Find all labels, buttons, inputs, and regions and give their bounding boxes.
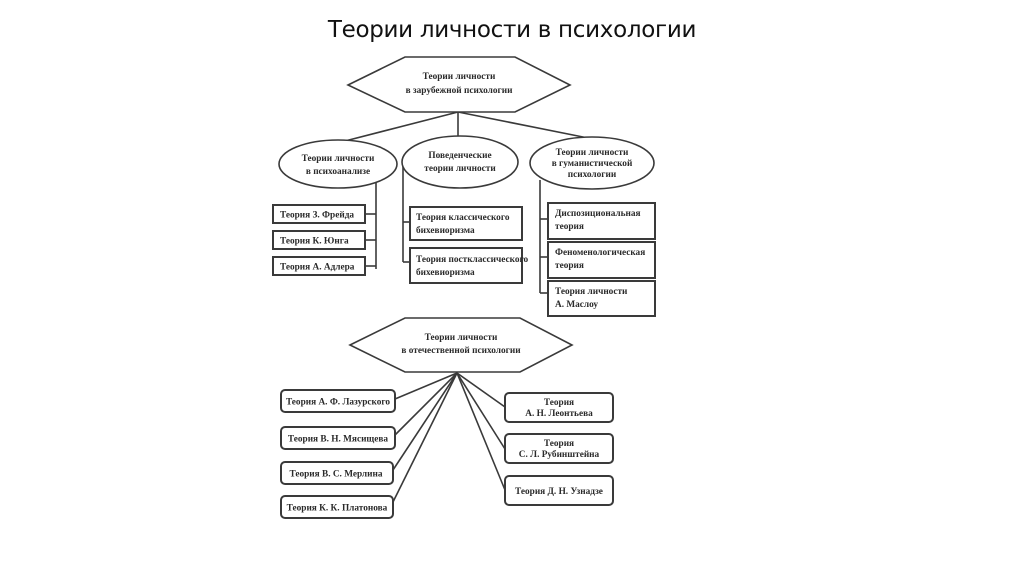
slide-title: Теории личности в психологии bbox=[327, 17, 697, 43]
behavioral-label-line1: Поведенческие bbox=[428, 151, 491, 161]
node-rubinstein bbox=[504, 433, 614, 464]
humanistic-label-line2: в гуманистической bbox=[552, 158, 633, 169]
foreign-root-line2: в зарубежной психологии bbox=[406, 85, 513, 96]
node-leontiev-line1: Теория bbox=[544, 398, 574, 408]
foreign-tree: Теории личности в зарубежной психологии … bbox=[272, 56, 656, 317]
node-phenomenological-line1: Феноменологическая bbox=[555, 248, 645, 258]
node-myasishchev bbox=[280, 426, 396, 450]
connector-rubinstein bbox=[456, 372, 506, 450]
node-classic-behaviorism-line1: Теория классического bbox=[416, 213, 510, 223]
node-rubinstein-line2: С. Л. Рубинштейна bbox=[519, 449, 600, 460]
connector-root-humanistic bbox=[457, 111, 589, 139]
node-jung bbox=[272, 230, 366, 250]
node-leontiev bbox=[504, 392, 614, 423]
node-merlin bbox=[280, 461, 394, 485]
psychoanalysis-label-line2: в психоанализе bbox=[306, 167, 370, 177]
node-uznadze bbox=[504, 475, 614, 506]
node-phenomenological bbox=[547, 241, 656, 279]
node-dispositional bbox=[547, 202, 656, 240]
branch-behavioral: Поведенческие теории личности Теория кла… bbox=[401, 135, 529, 284]
node-adler bbox=[272, 256, 366, 276]
node-platonov-label: Теория К. К. Платонова bbox=[287, 504, 388, 514]
node-uznadze-label: Теория Д. Н. Узнадзе bbox=[515, 487, 603, 497]
node-maslow bbox=[547, 280, 656, 317]
node-dispositional-line1: Диспозициональная bbox=[555, 209, 641, 219]
connector-leontiev bbox=[456, 372, 506, 408]
node-classic-behaviorism-line2: бихевиоризма bbox=[416, 225, 475, 236]
domestic-tree: Теории личности в отечественной психолог… bbox=[280, 317, 614, 519]
branch-psychoanalysis: Теории личности в психоанализе Теория З.… bbox=[272, 139, 398, 276]
node-freud bbox=[272, 204, 366, 224]
connector-platonov bbox=[392, 372, 458, 503]
humanistic-label-line3: психологии bbox=[568, 170, 617, 180]
node-postclassic-behaviorism-line1: Теория постклассического bbox=[416, 255, 529, 265]
connector-uznadze bbox=[456, 372, 506, 491]
connector-merlin bbox=[392, 372, 458, 471]
node-leontiev-line2: А. Н. Леонтьева bbox=[525, 409, 593, 419]
branch-humanistic: Теории личности в гуманистической психол… bbox=[529, 136, 656, 317]
node-rubinstein-line1: Теория bbox=[544, 439, 574, 449]
foreign-root-line1: Теории личности bbox=[423, 72, 496, 82]
connector-lazursky bbox=[394, 372, 458, 400]
psychoanalysis-label-line1: Теории личности bbox=[302, 154, 375, 164]
humanistic-ellipse bbox=[529, 136, 655, 190]
node-dispositional-line2: теория bbox=[555, 222, 584, 232]
node-platonov bbox=[280, 495, 394, 519]
behavioral-label-line2: теории личности bbox=[424, 164, 496, 174]
node-postclassic-behaviorism bbox=[409, 247, 523, 284]
humanistic-label-line1: Теории личности bbox=[556, 148, 629, 158]
node-jung-label: Теория К. Юнга bbox=[280, 237, 349, 247]
node-lazursky bbox=[280, 389, 396, 413]
node-classic-behaviorism bbox=[409, 206, 523, 241]
domestic-root-line1: Теории личности bbox=[425, 333, 498, 343]
domestic-root-hexagon bbox=[348, 317, 574, 373]
behavioral-ellipse bbox=[401, 135, 519, 189]
node-postclassic-behaviorism-line2: бихевиоризма bbox=[416, 267, 475, 278]
node-myasishchev-label: Теория В. Н. Мясищева bbox=[288, 435, 389, 445]
connector-myasishchev bbox=[394, 372, 458, 436]
node-maslow-line1: Теория личности bbox=[555, 287, 628, 297]
node-merlin-label: Теория В. С. Мерлина bbox=[289, 470, 382, 480]
node-maslow-line2: А. Маслоу bbox=[555, 300, 598, 310]
psychoanalysis-ellipse bbox=[278, 139, 398, 189]
node-adler-label: Теория А. Адлера bbox=[280, 263, 355, 273]
domestic-root-line2: в отечественной психологии bbox=[401, 345, 521, 356]
node-freud-label: Теория З. Фрейда bbox=[280, 210, 354, 221]
foreign-root-hexagon bbox=[346, 56, 572, 113]
node-lazursky-label: Теория А. Ф. Лазурского bbox=[286, 398, 390, 408]
node-phenomenological-line2: теория bbox=[555, 261, 584, 271]
connector-root-psychoanalysis bbox=[344, 111, 459, 142]
